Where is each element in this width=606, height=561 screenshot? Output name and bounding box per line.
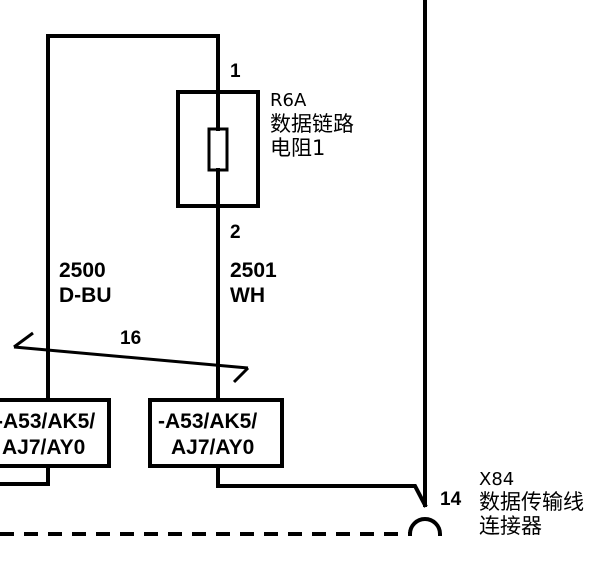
wire-2500-color: D-BU <box>59 284 112 307</box>
connector-pin-arc <box>407 517 443 537</box>
option-box-left <box>0 398 111 468</box>
resistor-name-line1: 数据链路 <box>270 112 354 136</box>
wire-2500-circuit: 2500 <box>59 259 106 282</box>
twist-indicator-line <box>13 345 249 370</box>
connector-pin: 14 <box>440 489 462 510</box>
resistor-name-line2: 电阻1 <box>270 136 325 160</box>
connector-ref: X84 <box>479 469 514 490</box>
wire-2501-color: WH <box>230 284 265 307</box>
wire-right-bottom <box>216 464 428 508</box>
resistor-pin-top: 1 <box>230 61 241 82</box>
connector-name-line2: 连接器 <box>479 514 542 538</box>
resistor-ref: R6A <box>270 90 307 111</box>
twist-indicator-left-tick <box>13 331 34 349</box>
twist-indicator-right-tick <box>232 366 250 384</box>
wire-2501-circuit: 2501 <box>230 259 277 282</box>
option-box-right <box>148 398 284 468</box>
connector-name-line1: 数据传输线 <box>479 490 584 514</box>
option-box-right-line1: -A53/AK5/ <box>158 410 257 433</box>
resistor-pin-bottom: 2 <box>230 222 241 243</box>
option-box-right-line2: AJ7/AY0 <box>171 436 254 459</box>
wire-2500 <box>46 34 220 402</box>
option-box-left-line1: -A53/AK5/ <box>0 410 95 433</box>
twist-label: 16 <box>120 328 141 349</box>
option-box-left-line2: AJ7/AY0 <box>2 436 85 459</box>
